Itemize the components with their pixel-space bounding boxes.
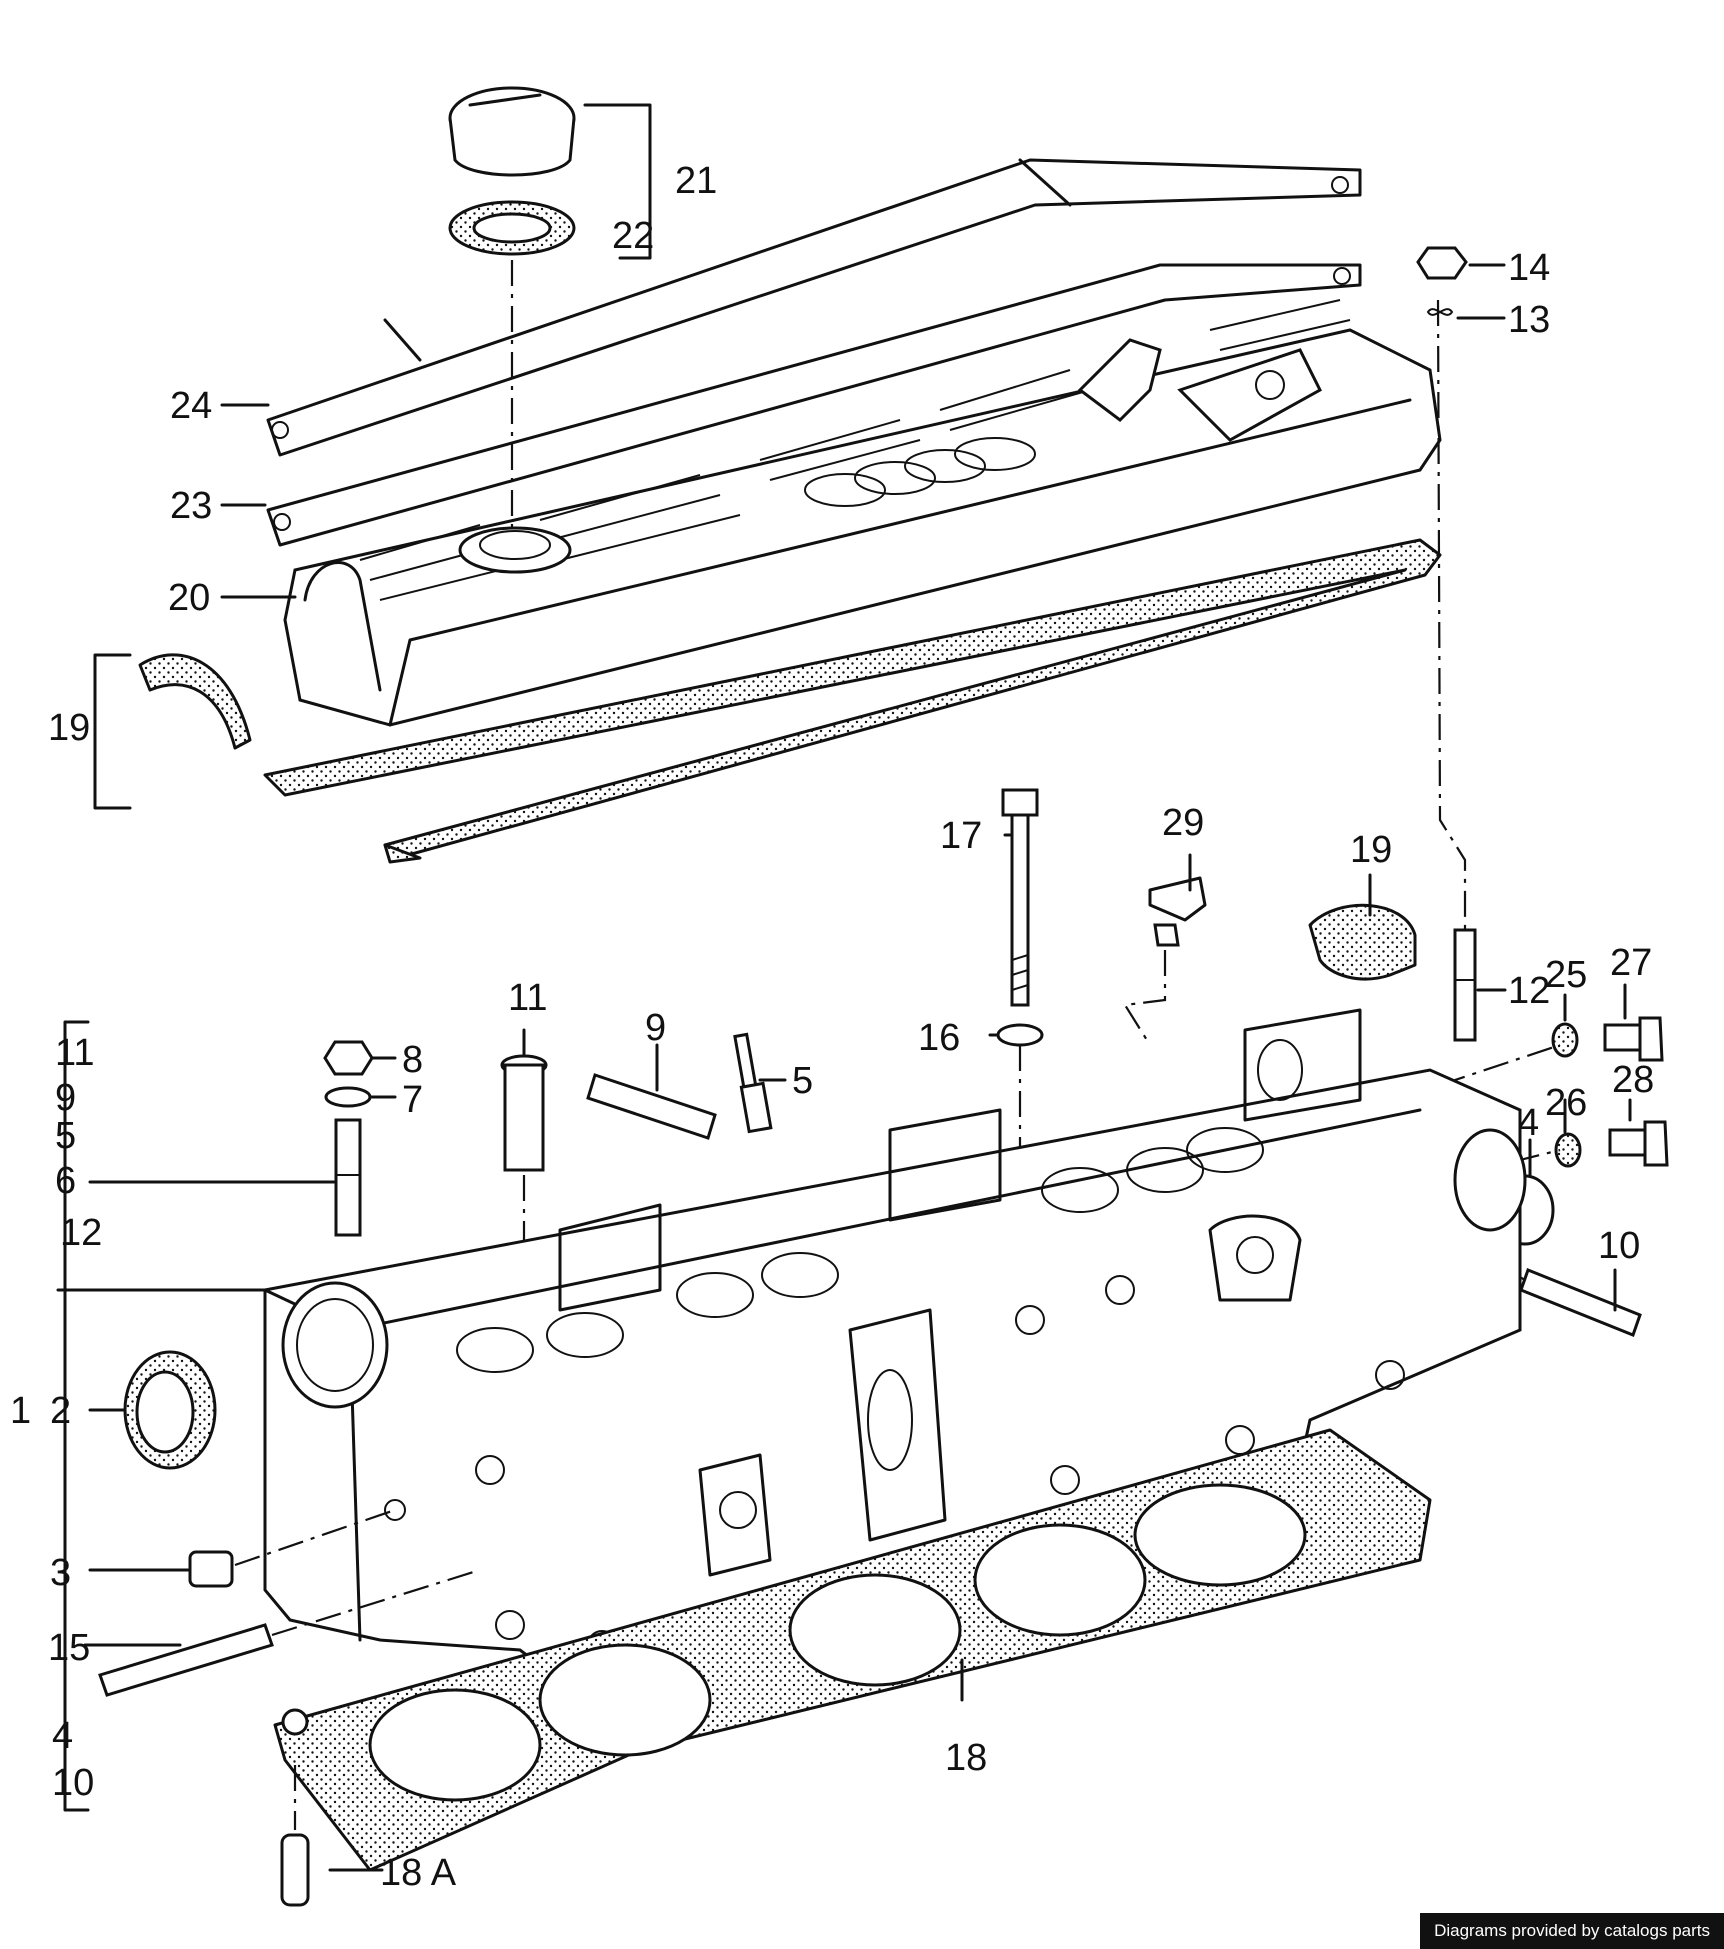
callout-7: 7 [402,1079,423,1121]
callout-8: 8 [402,1039,423,1081]
valve-cover-20 [283,299,1442,727]
washer-16 [996,1023,1044,1047]
washer-7 [324,1086,372,1108]
stud-12 [1453,928,1477,1042]
callout-10: 10 [1598,1225,1640,1267]
bracket-21 [583,103,652,260]
callout-22: 22 [612,215,654,257]
half-moon-seal-19-left [138,653,252,750]
valve-cover-gasket-24 [266,158,1362,457]
callout-15: 15 [48,1627,90,1669]
oil-filler-cap-21 [448,86,576,177]
callout-19-left: 19 [48,707,90,749]
cylinder-head [263,1008,1527,1682]
callout-20: 20 [168,577,210,619]
group1-item-12: 12 [60,1212,102,1254]
callout-16: 16 [918,1017,960,1059]
valve-cover-gasket-lower [263,538,1442,864]
group1-item-11: 11 [55,1032,94,1074]
callout-27: 27 [1610,942,1652,984]
callout-13: 13 [1508,299,1550,341]
callout-1: 1 [10,1390,31,1432]
bolt-5 [733,1032,773,1134]
seal-25 [1551,1022,1579,1058]
callout-2: 2 [50,1390,71,1432]
washer-13 [1426,308,1454,316]
callout-23: 23 [170,485,212,527]
callout-29: 29 [1162,802,1204,844]
stud-alignment-line [1436,299,1467,930]
bracket-29 [1148,876,1207,947]
valve-cover-seal-23 [266,263,1362,547]
callout-19-right: 19 [1350,829,1392,871]
plug-28 [1608,1120,1669,1167]
callout-12: 12 [1508,970,1550,1012]
oil-seal-2 [123,1350,217,1470]
group1-item-9: 9 [55,1077,76,1119]
callout-18a: 18 A [380,1852,457,1894]
bracket-group-1 [63,1020,90,1812]
callout-5: 5 [792,1060,813,1102]
bracket-alignment-line [1123,950,1167,1046]
nut-8 [323,1040,374,1076]
callout-17: 17 [940,815,982,857]
diagram-credit: Diagrams provided by catalogs parts [1420,1913,1724,1949]
callout-28: 28 [1612,1059,1654,1101]
stud-9 [586,1073,717,1140]
callout-3: 3 [50,1552,71,1594]
group1-item-10: 10 [52,1762,94,1804]
head-bolt-17 [1001,788,1039,1007]
callout-18: 18 [945,1737,987,1779]
plug-3 [188,1550,234,1588]
callout-9: 9 [645,1007,666,1049]
callout-24: 24 [170,385,212,427]
bracket-19 [93,653,132,810]
oil-filler-seal-22 [448,200,576,256]
stud-6 [334,1118,362,1237]
group1-item-6: 6 [55,1160,76,1202]
stud15-alignment-line [271,1568,481,1637]
nut-14 [1416,246,1468,280]
seal-26 [1554,1132,1582,1168]
callout-4: 4 [1518,1102,1539,1144]
half-moon-seal-19-right [1308,903,1417,981]
callout-14: 14 [1508,247,1550,289]
head-gasket-18 [273,1428,1432,1872]
group1-item-4: 4 [52,1715,73,1757]
group1-item-5: 5 [55,1115,76,1157]
leader-lines [83,263,1632,1872]
dowel-18a [280,1833,310,1907]
stud-10 [1519,1268,1642,1337]
plug-27 [1603,1016,1664,1062]
plug3-alignment-line [234,1508,396,1567]
stud-15 [98,1623,274,1697]
callout-25: 25 [1545,954,1587,996]
callout-26: 26 [1545,1082,1587,1124]
callout-11: 11 [508,977,547,1019]
valve-guide-11 [500,1054,548,1172]
callout-21: 21 [675,160,717,202]
